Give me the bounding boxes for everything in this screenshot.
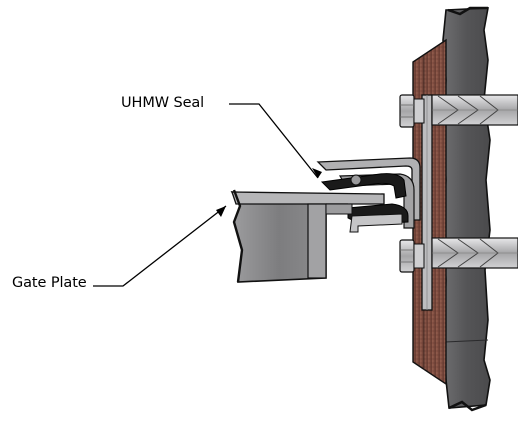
upper-anchor-bolt: [399, 94, 518, 128]
gate-plate: [230, 189, 385, 283]
seal-clip: [349, 213, 403, 233]
gate-plate-label: Gate Plate: [12, 275, 87, 291]
uhmw-seal-label: UHMW Seal: [121, 95, 205, 111]
lower-anchor-bolt: [399, 237, 518, 273]
frame-angle: [421, 94, 433, 311]
concrete-wall: [442, 6, 491, 412]
callout-leaders: [93, 103, 322, 287]
